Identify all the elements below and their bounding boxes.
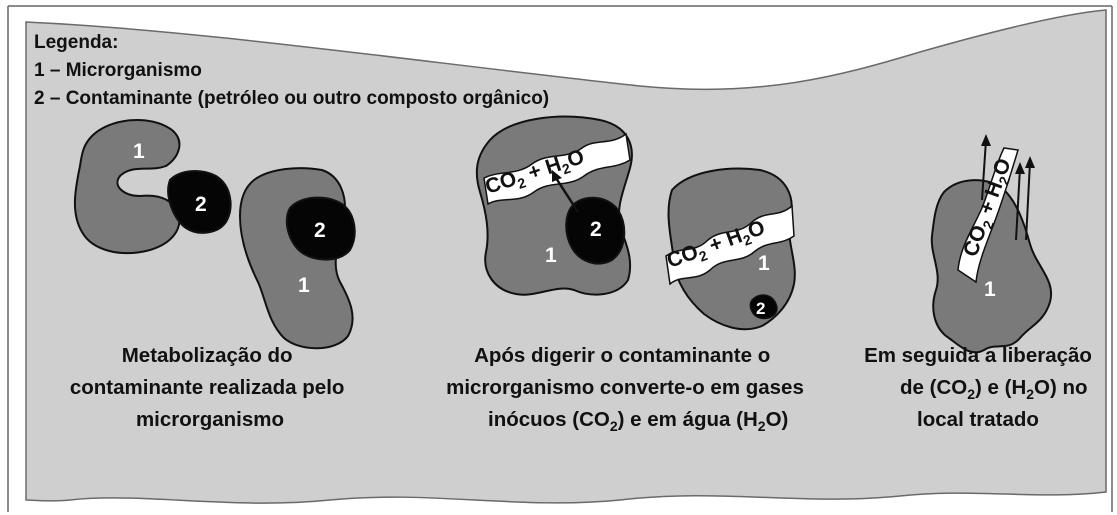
caption-step-3-line: Em seguida a liberação (864, 344, 1092, 367)
label-microorganism: 1 (545, 244, 557, 267)
label-contaminant: 2 (590, 218, 602, 241)
legend-item-microorganism: 1 – Microrganismo (34, 60, 202, 81)
caption-step-1-line: contaminante realizada pelo (70, 376, 345, 399)
contaminant-inside (285, 196, 356, 261)
release-arrow (1025, 161, 1031, 241)
contaminant-blob (167, 170, 232, 234)
label-microorganism: 1 (133, 140, 145, 163)
caption-step-1-line: microrganismo (136, 408, 284, 431)
label-microorganism: 1 (758, 252, 770, 275)
caption-step-3: Em seguida a liberação (864, 344, 1092, 367)
conversion-arrow (554, 177, 580, 213)
label-microorganism: 1 (298, 274, 310, 297)
label-microorganism: 1 (984, 278, 996, 301)
caption-step-2-line: microrganismo converte-o em gases (446, 376, 804, 399)
caption-step-1: Metabolização do contaminante realizada … (70, 344, 350, 431)
label-contaminant: 2 (195, 193, 207, 216)
gas-band (665, 204, 795, 286)
contaminant-residue (749, 294, 778, 320)
microorganism-c-shape (73, 119, 181, 255)
microorganism-releasing (930, 179, 1053, 354)
legend-item-contaminant: 2 – Contaminante (petróleo ou outro comp… (34, 88, 549, 109)
caption-step-2-line3: inócuos (CO2) e em água (H2O) (488, 408, 788, 434)
release-arrow (1015, 167, 1021, 241)
arrow-head (1015, 162, 1025, 174)
caption-step-2-line: Após digerir o contaminante o (474, 344, 770, 367)
arrow-head (552, 170, 562, 182)
caption-step-1-line: Metabolização do (122, 344, 293, 367)
caption-step-3-line: local tratado (917, 408, 1039, 431)
arrow-head (981, 134, 991, 146)
legend-title: Legenda: (34, 32, 118, 53)
arrow-head (1025, 156, 1035, 168)
caption-step-3-line2: de (CO2) e (H2O) no (900, 376, 1088, 402)
gas-band (483, 132, 631, 206)
release-arrow (981, 139, 987, 201)
caption-step-3: local tratado (917, 408, 1039, 431)
contaminant-digesting (565, 196, 626, 265)
caption-step-2: Após digerir o contaminante o microrgani… (446, 344, 804, 399)
label-contaminant: 2 (314, 219, 326, 242)
gas-band (957, 147, 1019, 284)
label-contaminant: 2 (756, 299, 765, 318)
